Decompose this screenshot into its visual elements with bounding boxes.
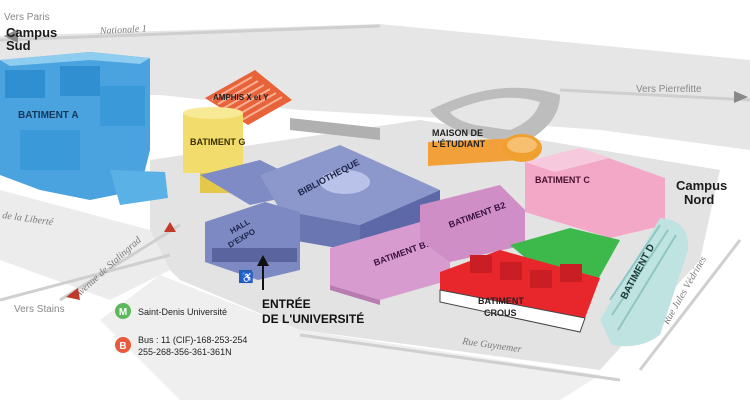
road-pierrefitte: [559, 88, 750, 102]
batiment-crous[interactable]: BATIMENT CROUS: [439, 250, 600, 333]
southwest-area: [0, 190, 170, 300]
bus-line-1: Bus : 11 (CIF)-168-253-254: [138, 335, 247, 345]
hall-d-expo[interactable]: HALL D'EXPO: [205, 202, 300, 280]
batiment-g[interactable]: BATIMENT G: [183, 107, 245, 193]
batiment-c[interactable]: BATIMENT C: [525, 148, 665, 238]
campus-sud-label-1: Campus: [6, 25, 57, 40]
parking-island: [450, 97, 540, 130]
arrow-pierrefitte-icon: [734, 91, 748, 103]
entrance-label-1: ENTRÉE: [262, 296, 311, 311]
campus-nord-label-2: Nord: [684, 192, 714, 207]
maison-de-l-etudiant[interactable]: MAISON DE L'ÉTUDIANT: [428, 128, 542, 166]
road-stains: [0, 253, 171, 302]
crous-label-1: BATIMENT: [478, 296, 524, 306]
batiment-c-label: BATIMENT C: [535, 175, 590, 185]
batiment-b2[interactable]: BATIMENT B2: [420, 185, 525, 262]
campus-nord-label-1: Campus: [676, 178, 727, 193]
bus-icon: [115, 337, 131, 353]
amphis-label: AMPHIS X et Y: [213, 93, 269, 102]
legend: M Saint-Denis Université B Bus : 11 (CIF…: [115, 303, 247, 357]
batiment-a-label: BATIMENT A: [18, 110, 79, 121]
batiment-g-label: BATIMENT G: [190, 137, 245, 147]
university-entrance[interactable]: ♿ ENTRÉE DE L'UNIVERSITÉ: [239, 255, 364, 326]
campus-sud-label-2: Sud: [6, 38, 31, 53]
wheelchair-glyph: ♿: [241, 271, 253, 284]
footbridge: [290, 118, 380, 140]
bus-badge: B: [119, 341, 126, 352]
arrow-paris-icon: [4, 29, 18, 43]
metro-label: Saint-Denis Université: [138, 307, 227, 317]
maison-label-1: MAISON DE: [432, 128, 483, 138]
road-nationale: [0, 24, 381, 42]
metro-badge: M: [119, 307, 127, 318]
arrow-stains-icon: [66, 288, 80, 300]
northern-area: [0, 24, 750, 150]
road-guynemer: [299, 333, 621, 382]
maison-label-2: L'ÉTUDIANT: [432, 139, 486, 149]
batiment-a[interactable]: BATIMENT A: [0, 52, 168, 205]
direction-stains: Vers Stains: [14, 304, 65, 315]
arrow-stalingrad-icon: [164, 222, 176, 232]
road-label-nationale: Nationale 1: [99, 24, 147, 37]
crous-label-2: CROUS: [484, 308, 517, 318]
road-vedrines: [638, 239, 742, 371]
direction-paris: Vers Paris: [4, 12, 50, 23]
direction-pierrefitte: Vers Pierrefitte: [636, 84, 702, 95]
road-stalingrad: [59, 223, 181, 302]
southern-area: [100, 275, 600, 400]
batiment-b1[interactable]: BATIMENT B1: [330, 222, 450, 305]
wheelchair-icon: [239, 270, 252, 283]
entrance-label-2: DE L'UNIVERSITÉ: [262, 311, 364, 326]
bus-line-2: 255-268-356-361-361N: [138, 347, 232, 357]
lawn: [510, 228, 620, 285]
metro-icon: [115, 303, 131, 319]
